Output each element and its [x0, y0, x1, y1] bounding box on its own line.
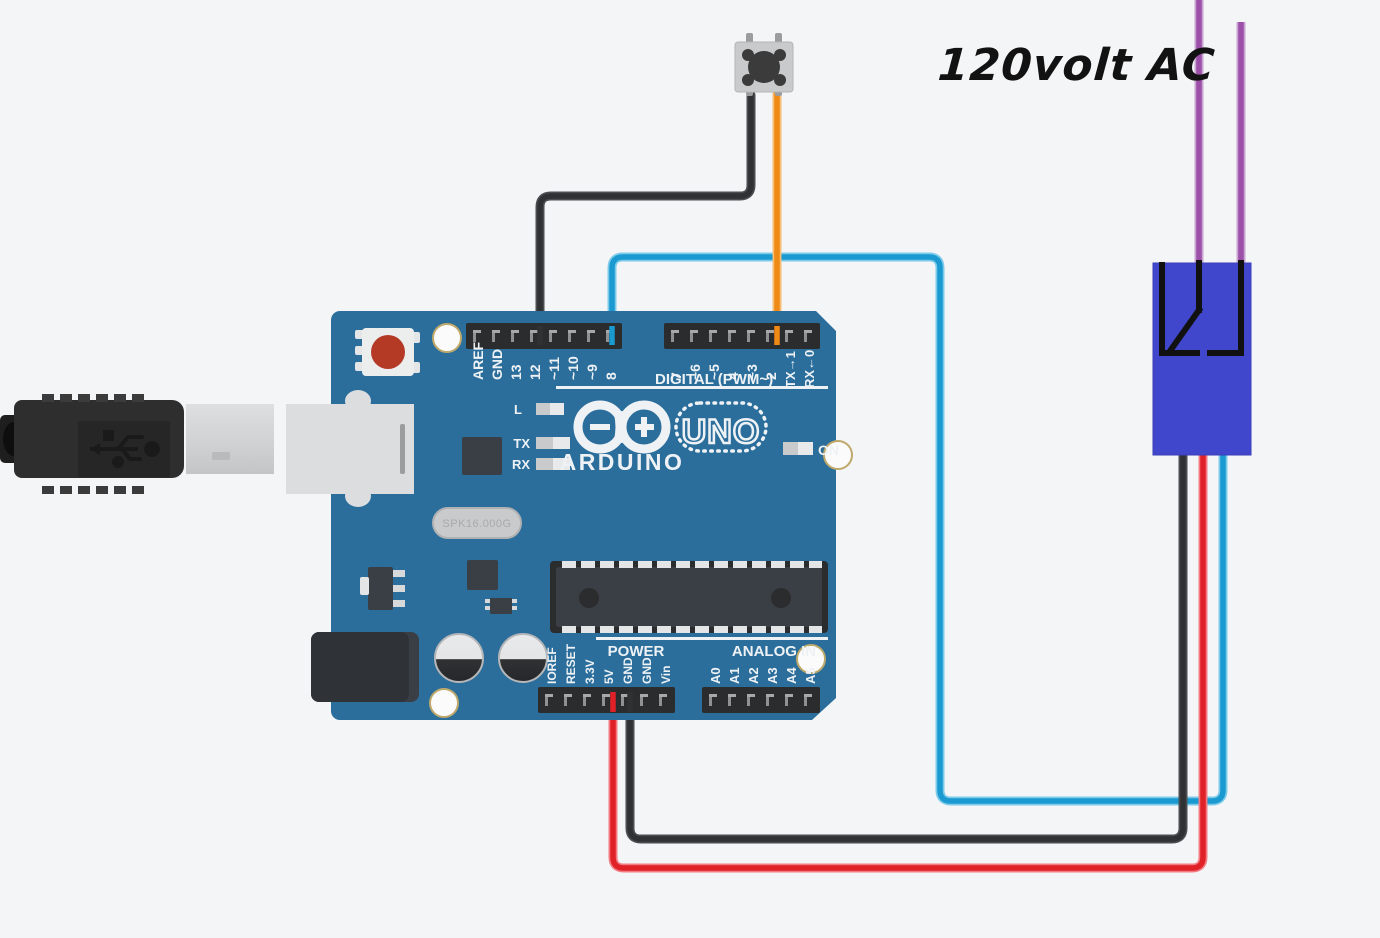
- pin-label-a0: A0: [708, 667, 723, 684]
- crystal-oscillator: SPK16.000G: [432, 507, 522, 539]
- pin-label-5v: 5V: [602, 669, 616, 684]
- usb-cable: [0, 394, 274, 494]
- silkscreen-line-power: [596, 637, 720, 640]
- pin-label-11: ~11: [546, 357, 562, 380]
- pin-label-rx0: RX←0: [802, 350, 817, 388]
- pin-label-9: ~9: [584, 364, 600, 380]
- pushbutton[interactable]: [734, 33, 794, 96]
- pin-label-5: ~5: [706, 364, 722, 380]
- ac-voltage-label: 120volt AC: [936, 40, 1217, 91]
- pin-label-7: 7: [668, 372, 684, 380]
- led-label-l: L: [514, 402, 522, 417]
- pin-label-gnd-digital: GND: [489, 349, 505, 380]
- relay[interactable]: [1152, 260, 1252, 456]
- usb-port: [286, 390, 414, 507]
- wire-gnd-to-relay: [625, 450, 1188, 844]
- wire-endpoints: [537, 326, 780, 712]
- pin-label-a4: A4: [784, 667, 799, 684]
- pin-label-aref: AREF: [470, 341, 486, 380]
- pin-label-3: ~3: [744, 364, 760, 380]
- pin-label-4: 4: [725, 372, 741, 380]
- pin-label-ioref: IOREF: [545, 647, 559, 684]
- digital-header-title: DIGITAL (PWM~): [655, 371, 773, 388]
- usb-icon: [90, 430, 160, 468]
- wire-5v-to-relay: [608, 450, 1208, 873]
- pin-label-10: ~10: [565, 356, 581, 380]
- pin-label-reset: RESET: [564, 643, 578, 684]
- pin-label-a2: A2: [746, 667, 761, 684]
- mounting-holes: [429, 323, 853, 718]
- led-label-tx: TX: [513, 436, 530, 451]
- electrolytic-capacitors: [434, 633, 548, 683]
- led-label-rx: RX: [512, 457, 530, 472]
- uno-badge: [674, 401, 768, 453]
- analog-header[interactable]: [702, 687, 820, 713]
- status-leds: [536, 403, 813, 470]
- pin-label-gnd-2: GND: [640, 657, 654, 684]
- pin-label-2: 2: [763, 372, 779, 380]
- small-smd-ic: [485, 598, 517, 614]
- pin-label-a5: A5: [803, 667, 818, 684]
- atmega328p-chip: [550, 561, 828, 633]
- reset-button[interactable]: [355, 328, 420, 376]
- pin-label-vin: Vin: [659, 666, 673, 684]
- silkscreen-line-digital: [556, 386, 828, 389]
- wire-pin10-to-relay: [607, 252, 1228, 806]
- silkscreen-line-analog: [718, 637, 828, 640]
- power-led-label: ON: [818, 442, 839, 458]
- usb-interface-chip: [462, 437, 502, 475]
- brand-text: ARDUINO: [560, 449, 685, 475]
- power-barrel-jack: [311, 632, 419, 702]
- wire-button-to-gnd: [535, 90, 756, 343]
- power-header-title: POWER: [608, 643, 665, 660]
- analog-header-title: ANALOG IN: [732, 643, 816, 660]
- pin-label-gnd-1: GND: [621, 657, 635, 684]
- pin-label-13: 13: [508, 364, 524, 380]
- digital-header-left[interactable]: [466, 323, 622, 349]
- pin-label-8: 8: [603, 372, 619, 380]
- svg-text:SPK16.000G: SPK16.000G: [442, 518, 511, 530]
- pin-label-6: ~6: [687, 364, 703, 380]
- pin-label-a3: A3: [765, 667, 780, 684]
- arduino-logo: [573, 400, 671, 454]
- smd-chip: [467, 560, 498, 590]
- pin-label-3v3: 3.3V: [583, 659, 597, 684]
- model-text: UNO: [682, 413, 761, 451]
- pin-label-a1: A1: [727, 667, 742, 684]
- voltage-regulator: [360, 567, 405, 610]
- arduino-board[interactable]: SPK16.000G: [286, 311, 853, 720]
- relay-switch-symbol: [1159, 260, 1244, 356]
- power-header[interactable]: [538, 687, 675, 713]
- digital-header-right[interactable]: [664, 323, 820, 349]
- pin-label-tx1: TX→1: [783, 351, 798, 388]
- pin-label-12: 12: [527, 364, 543, 380]
